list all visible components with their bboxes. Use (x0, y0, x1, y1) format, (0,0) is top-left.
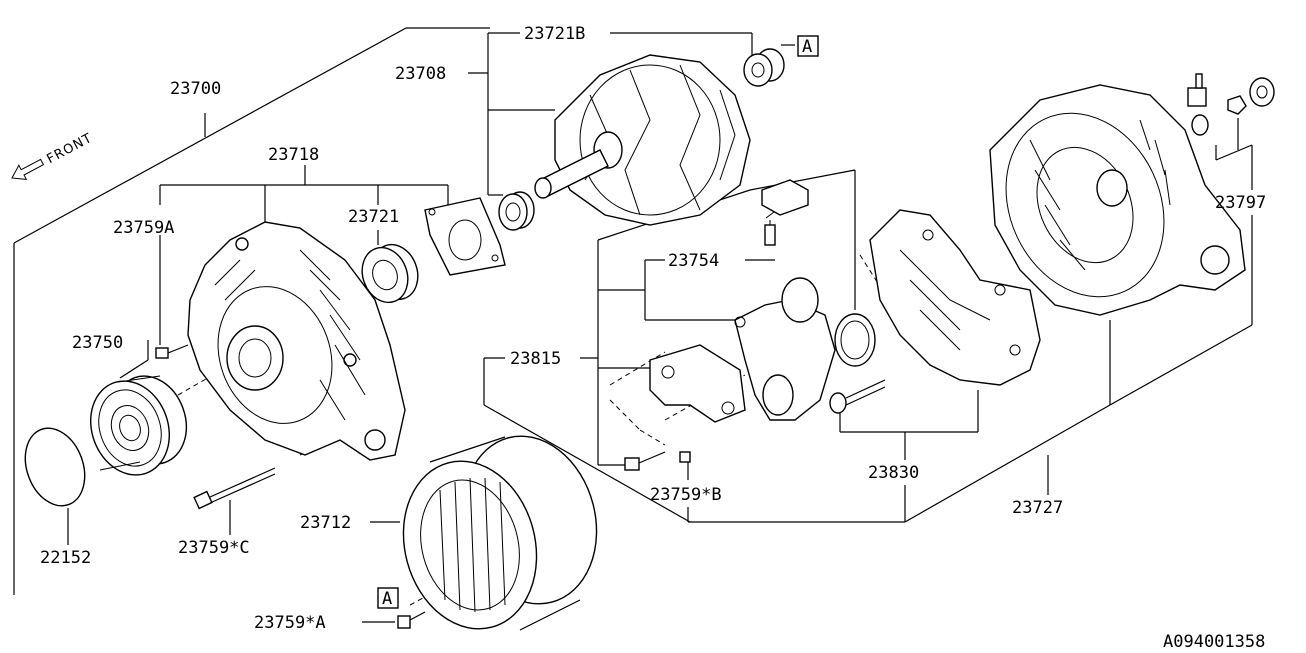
label-23759C: 23759*C (178, 538, 250, 558)
bearing-23721B (743, 48, 785, 87)
front-housing-23718 (187, 221, 406, 461)
label-23700: 23700 (170, 79, 221, 99)
label-23718: 23718 (268, 145, 319, 165)
label-23815: 23815 (510, 349, 561, 369)
label-22152: 22152 (40, 548, 91, 568)
label-23727: 23727 (1012, 498, 1063, 518)
front-label: FRONT (45, 131, 96, 167)
cap-22152 (24, 427, 86, 507)
rotor-23708 (534, 54, 751, 226)
rear-housing-23727 (989, 84, 1246, 316)
label-23759A: 23759A (113, 218, 174, 238)
regulator (734, 277, 836, 421)
screw-23830 (829, 379, 886, 414)
bearing-small (498, 191, 535, 231)
leader-lines (67, 32, 1253, 623)
label-23797: 23797 (1215, 193, 1266, 213)
plate-gasket (424, 197, 506, 276)
stator-23712 (402, 435, 598, 631)
svg-text:A: A (382, 589, 392, 609)
label-23759B: 23759*B (650, 485, 722, 505)
assembly-frame-lines (13, 27, 490, 595)
seal-ring (834, 313, 876, 367)
bolt-23759A (155, 344, 189, 359)
brush-23754 (761, 179, 809, 246)
bearing-23721 (361, 243, 419, 304)
bolt-23759B (624, 451, 691, 471)
terminal-parts-23797 (1187, 73, 1275, 136)
label-23750: 23750 (72, 333, 123, 353)
brush-holder-23815 (649, 344, 746, 423)
ref-box-A-bottom: A (377, 587, 399, 609)
bolt-23759C (193, 467, 276, 510)
label-23830: 23830 (868, 463, 919, 483)
bolt-23759sA (397, 611, 426, 629)
pulley-23750 (89, 375, 188, 476)
label-23708: 23708 (395, 64, 446, 84)
rectifier-23830 (869, 209, 1041, 386)
label-23721B: 23721B (524, 24, 585, 44)
front-arrow-icon: FRONT (11, 131, 96, 181)
svg-text:A: A (802, 37, 812, 57)
label-23754: 23754 (668, 251, 719, 271)
drawing-id: A094001358 (1163, 632, 1265, 652)
label-23759sA: 23759*A (254, 613, 326, 633)
ref-box-A-top: A (797, 35, 819, 57)
label-23721: 23721 (348, 207, 399, 227)
label-23712: 23712 (300, 513, 351, 533)
part-labels: 23700 23718 23759A 23750 22152 23759*C 2… (40, 24, 1266, 652)
